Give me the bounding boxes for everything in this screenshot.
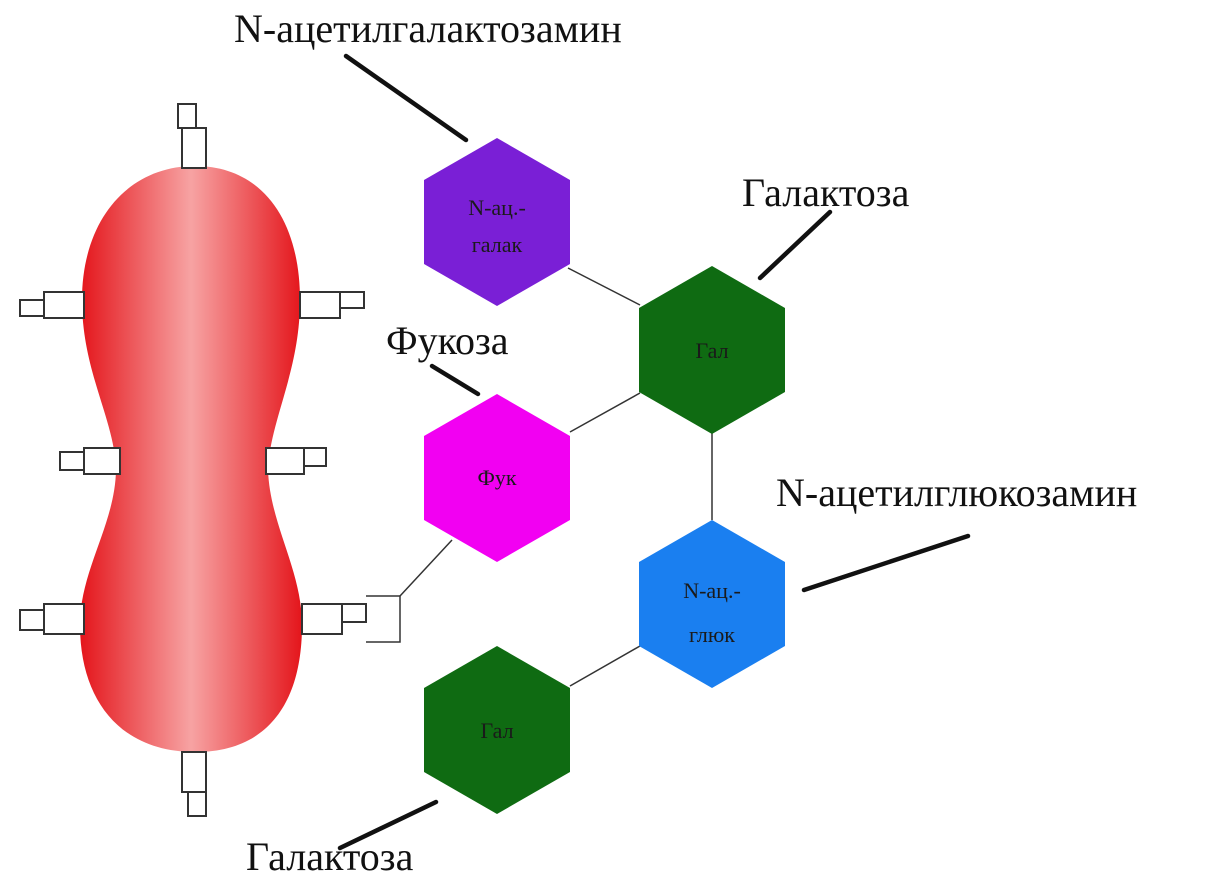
hex-label: Фук: [477, 465, 516, 490]
label-pointers: [337, 53, 971, 851]
galactose-bottom-hexagon: Гал: [424, 646, 570, 814]
galactose-top-hexagon: Гал: [639, 266, 785, 434]
cell-body: [80, 166, 302, 752]
hex-shape: [639, 266, 785, 434]
label-fucose: Фукоза: [386, 318, 509, 363]
glycosidic-bonds: [399, 267, 713, 687]
n-acetylgalactosamine-hexagon: N-ац.- галак: [424, 138, 570, 306]
label-galactose-bottom: Галактоза: [246, 834, 414, 876]
hex-label: Гал: [480, 718, 513, 743]
label-galactose-top: Галактоза: [742, 170, 910, 215]
hex-label-line1: N-ац.-: [683, 578, 741, 603]
hex-label: Гал: [695, 338, 728, 363]
fucose-hexagon: Фук: [424, 394, 570, 562]
n-acetylglucosamine-hexagon: N-ац.- глюк: [639, 520, 785, 688]
hex-label-line1: N-ац.-: [468, 195, 526, 220]
label-n-acetylgalactosamine: N-ацетилгалактозамин: [234, 6, 622, 51]
hex-label-line2: галак: [472, 232, 523, 257]
hex-shape: [639, 520, 785, 688]
hex-shape: [424, 394, 570, 562]
hex-shape: [424, 646, 570, 814]
hex-label-line2: глюк: [689, 622, 735, 647]
label-n-acetylglucosamine: N-ацетилглюкозамин: [776, 470, 1137, 515]
cell-stubs: [19, 103, 401, 817]
hex-shape: [424, 138, 570, 306]
